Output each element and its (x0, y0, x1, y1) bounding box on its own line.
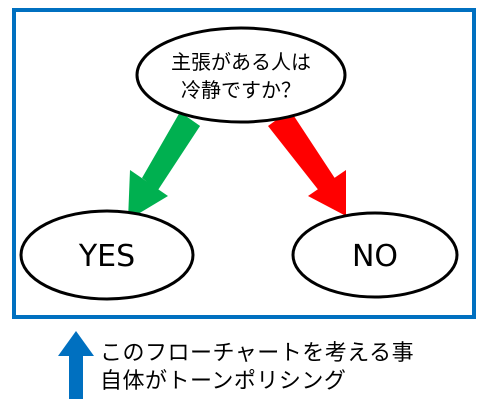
flowchart-frame (12, 8, 476, 319)
yes-label: YES (78, 239, 135, 274)
caption: このフローチャートを考える事 自体がトーンポリシング (100, 340, 480, 396)
question-line-2: 冷静ですか？ (181, 78, 301, 102)
yes-arrow-icon (128, 112, 200, 220)
caption-line-1: このフローチャートを考える事 (100, 341, 415, 366)
yes-node (19, 209, 195, 301)
question-line-1: 主張がある人は (171, 50, 311, 74)
no-node (291, 211, 459, 299)
caption-line-2: 自体がトーンポリシング (100, 369, 347, 394)
no-arrow-icon (268, 110, 346, 216)
question-node (135, 26, 347, 124)
no-label: NO (352, 239, 398, 274)
up-arrow-icon (58, 331, 94, 399)
